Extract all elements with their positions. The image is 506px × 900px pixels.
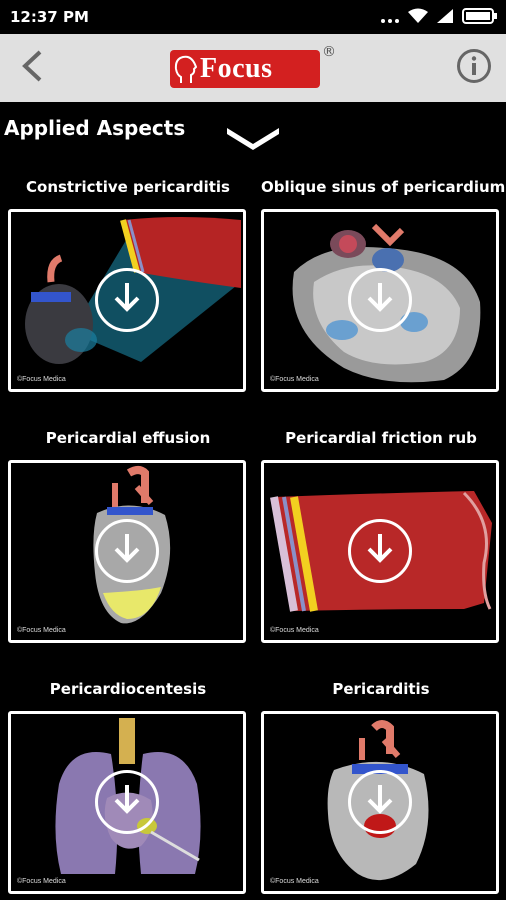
download-button[interactable]	[95, 519, 159, 583]
image-credit: ©Focus Medica	[17, 376, 66, 383]
card-thumbnail[interactable]: ©Focus Medica	[261, 711, 499, 894]
card-pericardiocentesis[interactable]: Pericardiocentesis ©Focus Medica	[8, 667, 248, 894]
download-icon	[365, 281, 395, 320]
status-icons	[380, 7, 498, 30]
download-icon	[112, 783, 142, 822]
download-button[interactable]	[95, 770, 159, 834]
card-title: Pericardiocentesis	[49, 680, 207, 698]
section-title: Applied Aspects	[4, 116, 186, 140]
image-credit: ©Focus Medica	[17, 878, 66, 885]
download-button[interactable]	[348, 268, 412, 332]
card-thumbnail[interactable]: ©Focus Medica	[261, 460, 499, 643]
card-oblique-sinus[interactable]: Oblique sinus of pericardium ©Focus Medi…	[261, 165, 506, 392]
registered-mark: ®	[322, 44, 336, 60]
toolbar: Focus ®	[0, 34, 506, 102]
info-icon	[456, 48, 492, 89]
download-icon	[112, 532, 142, 571]
card-thumbnail[interactable]: ©Focus Medica	[8, 460, 246, 643]
card-thumbnail[interactable]: ©Focus Medica	[261, 209, 499, 392]
more-dots-icon	[380, 9, 400, 29]
image-credit: ©Focus Medica	[270, 627, 319, 634]
card-thumbnail[interactable]: ©Focus Medica	[8, 711, 246, 894]
card-pericarditis[interactable]: Pericarditis ©Focus Medica	[261, 667, 501, 894]
info-button[interactable]	[450, 44, 498, 92]
status-time: 12:37 PM	[10, 8, 89, 26]
image-credit: ©Focus Medica	[17, 627, 66, 634]
image-credit: ©Focus Medica	[270, 878, 319, 885]
card-pericardial-friction-rub[interactable]: Pericardial friction rub ©Focus Medica	[261, 416, 501, 643]
download-icon	[112, 281, 142, 320]
card-pericardial-effusion[interactable]: Pericardial effusion ©Focus Medica	[8, 416, 248, 643]
card-title: Oblique sinus of pericardium	[261, 178, 506, 196]
section-header[interactable]: Applied Aspects	[0, 104, 506, 164]
logo-text: Focus	[200, 53, 273, 84]
logo-head-icon	[170, 50, 200, 88]
battery-icon	[462, 7, 498, 30]
card-title: Pericardial friction rub	[285, 429, 477, 447]
card-thumbnail[interactable]: ©Focus Medica	[8, 209, 246, 392]
card-title: Constrictive pericarditis	[26, 178, 230, 196]
card-constrictive-pericarditis[interactable]: Constrictive pericarditis ©Focus Medica	[8, 165, 248, 392]
status-bar: 12:37 PM	[0, 0, 506, 34]
wifi-icon	[408, 8, 428, 29]
card-title: Pericardial effusion	[45, 429, 211, 447]
download-button[interactable]	[348, 519, 412, 583]
back-arrow-icon	[20, 49, 44, 88]
card-title: Pericarditis	[332, 680, 430, 698]
download-icon	[365, 783, 395, 822]
chevron-down-icon[interactable]	[225, 126, 281, 155]
back-button[interactable]	[8, 44, 56, 92]
download-button[interactable]	[95, 268, 159, 332]
signal-icon	[436, 8, 454, 29]
image-credit: ©Focus Medica	[270, 376, 319, 383]
download-icon	[365, 532, 395, 571]
focus-logo: Focus	[170, 50, 320, 88]
download-button[interactable]	[348, 770, 412, 834]
